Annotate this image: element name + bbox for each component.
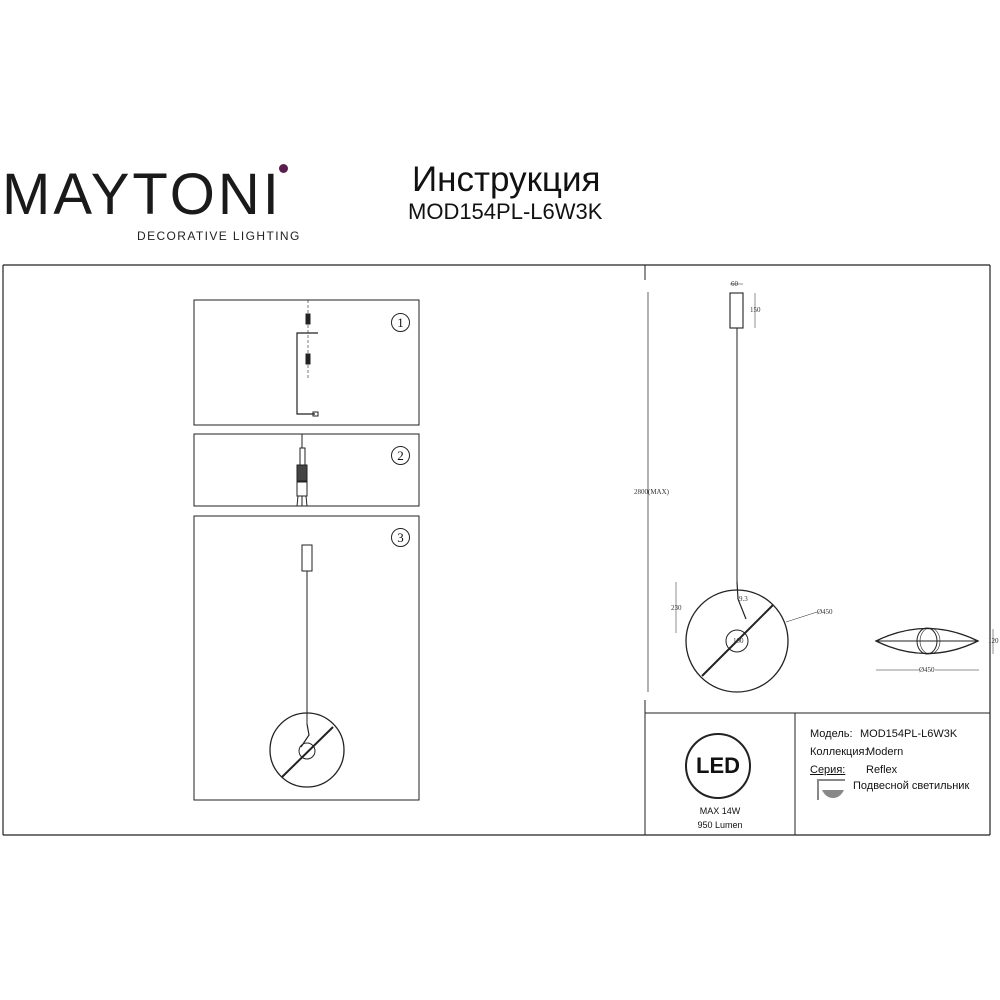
collection-label: Коллекция: [810, 746, 868, 758]
step-number-3: 3 [391, 528, 410, 547]
lumen-text: 950 Lumen [697, 820, 743, 830]
brand-logo: MAYTONI [2, 162, 282, 227]
model-label: Модель: [810, 728, 853, 740]
brand-tagline: DECORATIVE LIGHTING [137, 229, 301, 243]
step-number-1: 1 [391, 313, 410, 332]
dim-canopy-width: 60 [731, 280, 738, 288]
dim-ring-diameter: Ø450 [817, 608, 833, 616]
step-number-2: 2 [391, 446, 410, 465]
dim-side-diameter: Ø450 [919, 666, 935, 674]
dim-center: 100 [733, 637, 744, 645]
dim-offset: 9.3 [739, 595, 748, 603]
logo-dot [279, 164, 288, 173]
led-badge: LED [696, 753, 740, 778]
dim-side-height: 120 [988, 637, 999, 645]
fixture-type: Подвесной светильник [853, 780, 970, 792]
step-1-panel [193, 299, 420, 426]
series-label: Серия: [810, 764, 846, 776]
page-title: Инструкция [412, 160, 601, 199]
dim-canopy-height: 150 [750, 306, 761, 314]
collection-value: Modern [866, 746, 904, 758]
model-value: MOD154PL-L6W3K [860, 728, 958, 740]
step-3-panel [193, 515, 420, 801]
dim-lower-height: 230 [671, 604, 682, 612]
series-value: Reflex [866, 764, 898, 776]
dim-total-height: 2800(MAX) [634, 488, 669, 496]
power-text: MAX 14W [699, 806, 741, 816]
model-number: MOD154PL-L6W3K [408, 199, 603, 224]
